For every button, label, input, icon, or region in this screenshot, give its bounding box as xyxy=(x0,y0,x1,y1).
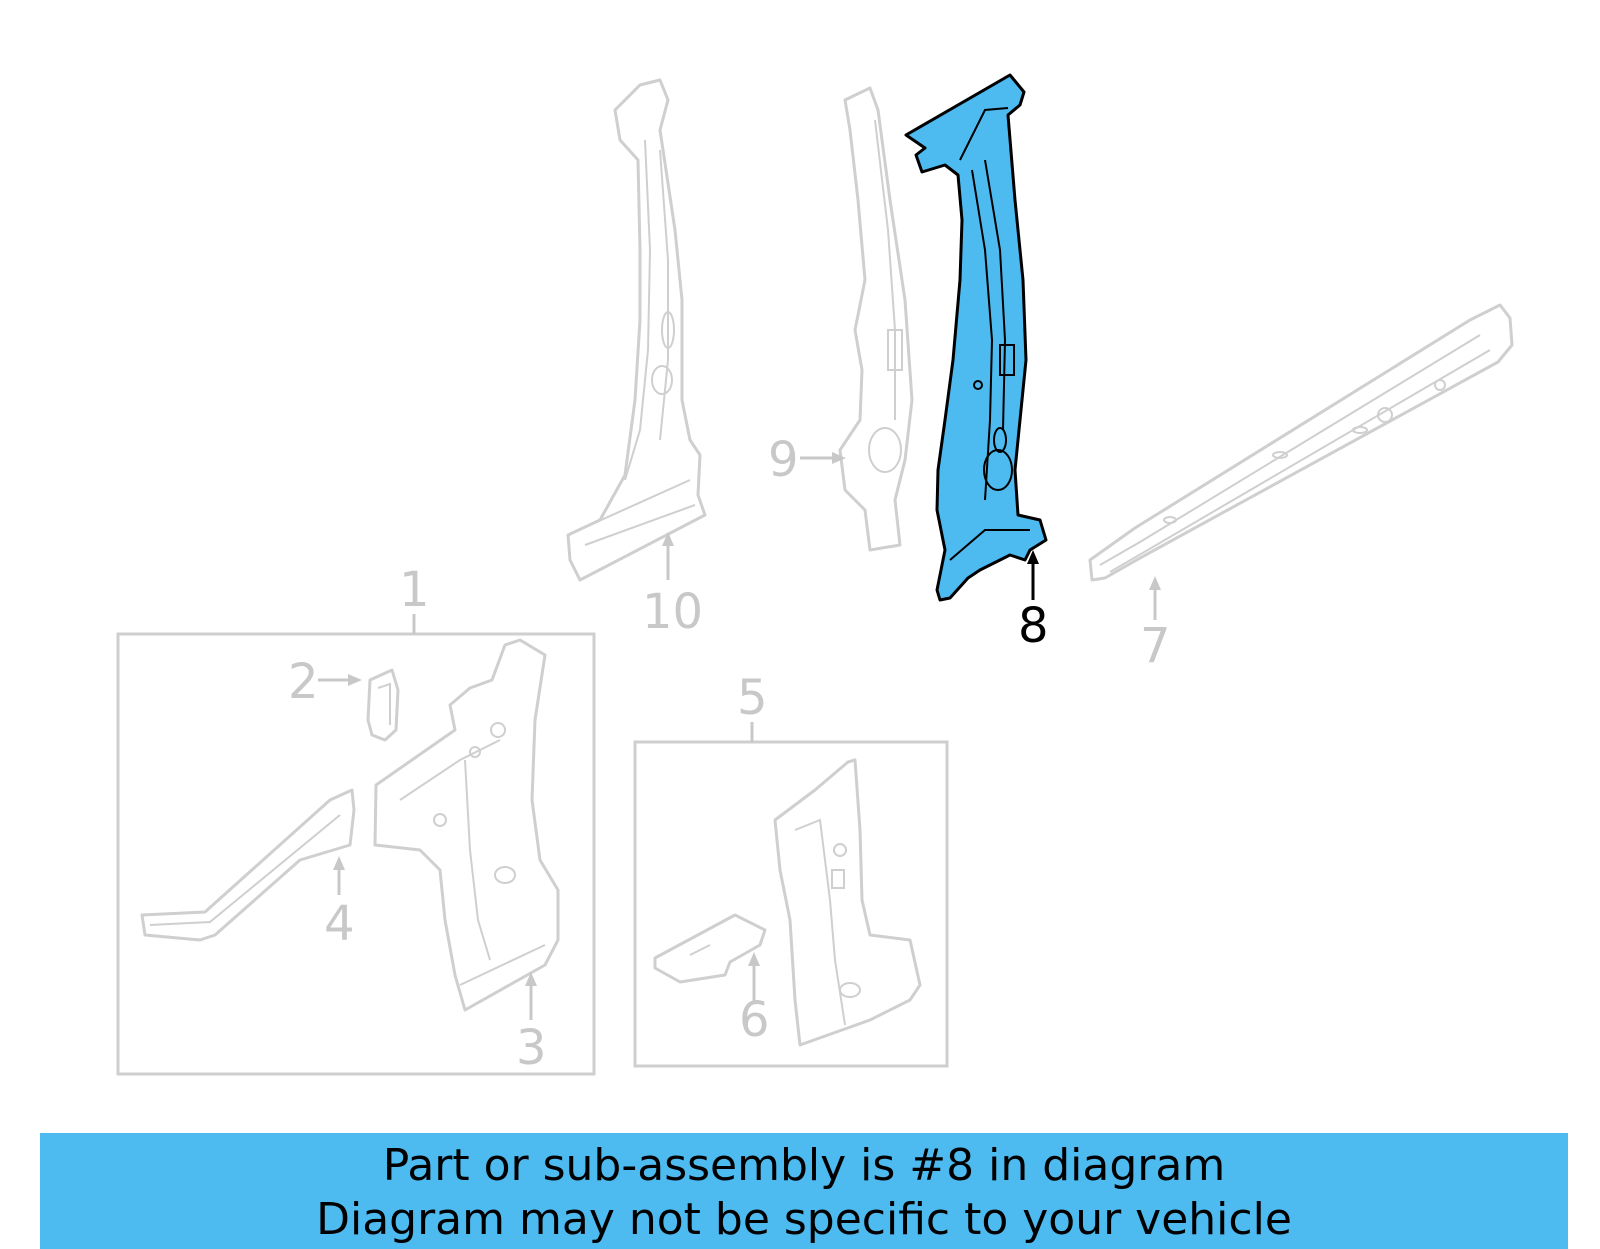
callout-2: 2 xyxy=(288,654,319,710)
part-4-extension xyxy=(140,788,356,942)
callout-5: 5 xyxy=(737,670,768,726)
callout-4: 4 xyxy=(324,896,355,952)
callout-7: 7 xyxy=(1140,618,1171,674)
group-box-5 xyxy=(633,740,949,1068)
banner-line-1: Part or sub-assembly is #8 in diagram xyxy=(382,1140,1226,1191)
arrowhead-3 xyxy=(525,972,537,986)
arrowhead-10 xyxy=(662,532,674,546)
part-7-rocker-sill xyxy=(1088,303,1514,582)
callout-8: 8 xyxy=(1018,598,1049,654)
group-box-1 xyxy=(116,632,596,1076)
part-3-inner-panel xyxy=(373,638,560,1012)
part-8-center-pillar xyxy=(904,73,1048,602)
arrowhead-9 xyxy=(832,452,846,464)
callout-9: 9 xyxy=(768,432,799,488)
info-banner: Part or sub-assembly is #8 in diagram Di… xyxy=(40,1133,1568,1249)
callout-1: 1 xyxy=(399,562,430,618)
callout-10: 10 xyxy=(642,584,703,640)
part-6-bracket xyxy=(653,913,767,984)
banner-line-2: Diagram may not be specific to your vehi… xyxy=(316,1194,1292,1245)
arrowhead-7 xyxy=(1149,576,1161,590)
part-5-pillar-assembly xyxy=(773,758,922,1047)
callout-6: 6 xyxy=(739,992,770,1048)
arrowhead-2 xyxy=(348,674,362,686)
part-10-front-pillar xyxy=(566,78,707,582)
arrowhead-4 xyxy=(333,856,345,870)
arrowhead-8 xyxy=(1027,550,1039,564)
arrowhead-6 xyxy=(748,952,760,966)
part-2-bracket xyxy=(366,668,400,742)
part-9-pillar-inner xyxy=(838,86,914,552)
callout-3: 3 xyxy=(516,1020,547,1076)
